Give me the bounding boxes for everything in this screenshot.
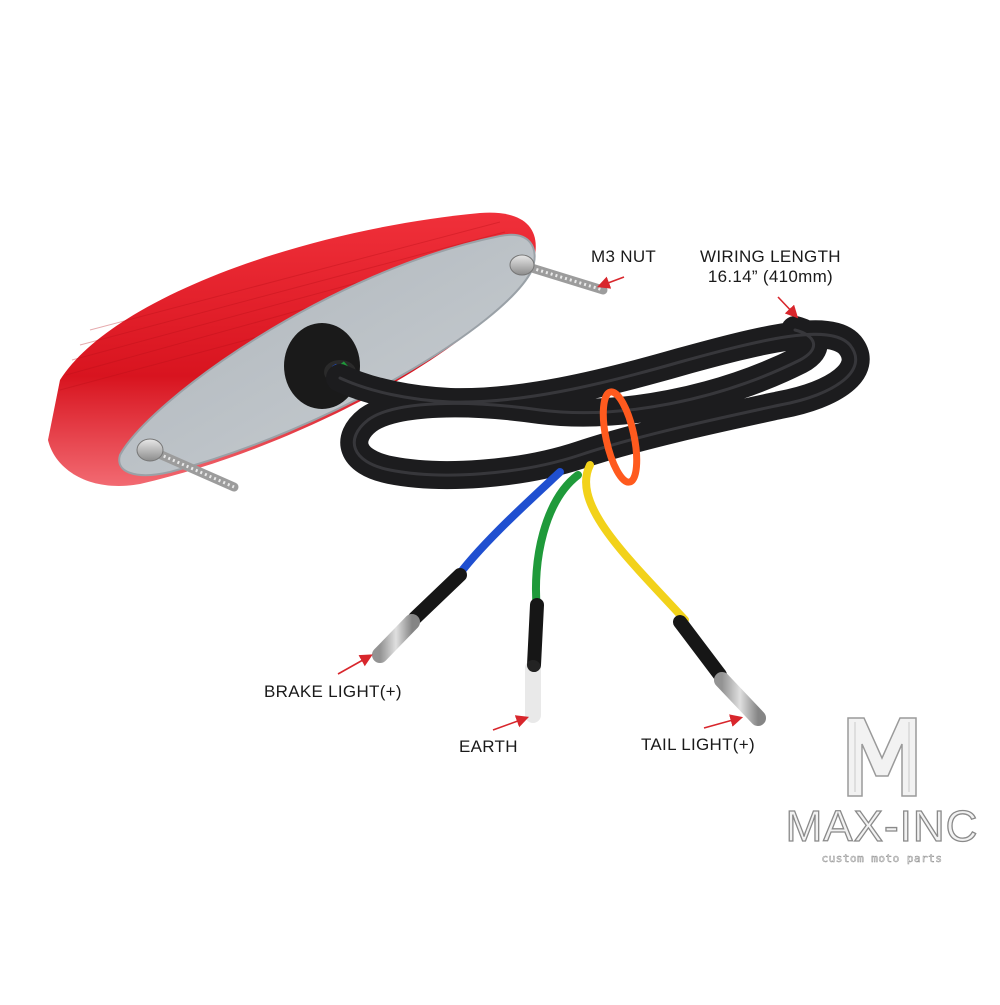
arrow-brake-light [337,654,373,675]
sleeve-blue [408,568,467,625]
wire-yellow [582,461,689,624]
orange-cable-tie [599,388,641,486]
max-inc-logo: MAX-INC custom moto parts [768,716,996,876]
tail-light-label: TAIL LIGHT(+) [641,735,755,754]
connector-tail [714,672,766,726]
m3-nut-label: M3 NUT [591,247,657,266]
bolt-bottom [136,438,239,492]
callout-arrows [337,276,799,731]
wiring-length-title: WIRING LENGTH [700,247,841,266]
sleeve-yellow [673,615,727,682]
brake-light-label: BRAKE LIGHT(+) [264,682,402,701]
black-cable [326,316,870,489]
wiring-length-label: WIRING LENGTH 16.14” (410mm) [700,247,841,287]
bolt-top [509,254,608,295]
wiring-length-value: 16.14” (410mm) [707,267,833,286]
wire-blue [451,468,564,584]
sleeve-green [527,598,544,672]
earth-label: EARTH [459,737,518,756]
arrow-m3-nut [597,276,625,289]
arrow-earth [492,715,530,731]
logo-mark-icon [847,717,917,797]
logo-tagline: custom moto parts [821,852,943,866]
logo-name: MAX-INC [785,802,979,851]
arrow-wiring-length [777,296,799,319]
connector-brake [372,614,420,663]
arrow-tail-light [703,714,744,729]
wire-green [531,471,582,614]
